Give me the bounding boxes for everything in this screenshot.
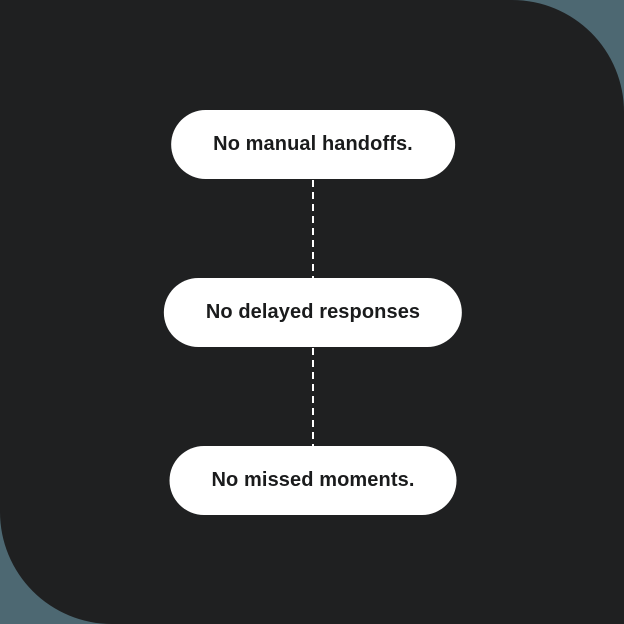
flow-node-label: No manual handoffs. [213, 133, 413, 155]
flow-node-no-manual-handoffs: No manual handoffs. [171, 110, 455, 179]
flow-node-no-delayed-responses: No delayed responses [163, 278, 463, 347]
flow-node-no-missed-moments: No missed moments. [169, 446, 457, 515]
flow-node-label: No missed moments. [211, 469, 415, 491]
flow-node-label: No delayed responses [205, 301, 421, 323]
